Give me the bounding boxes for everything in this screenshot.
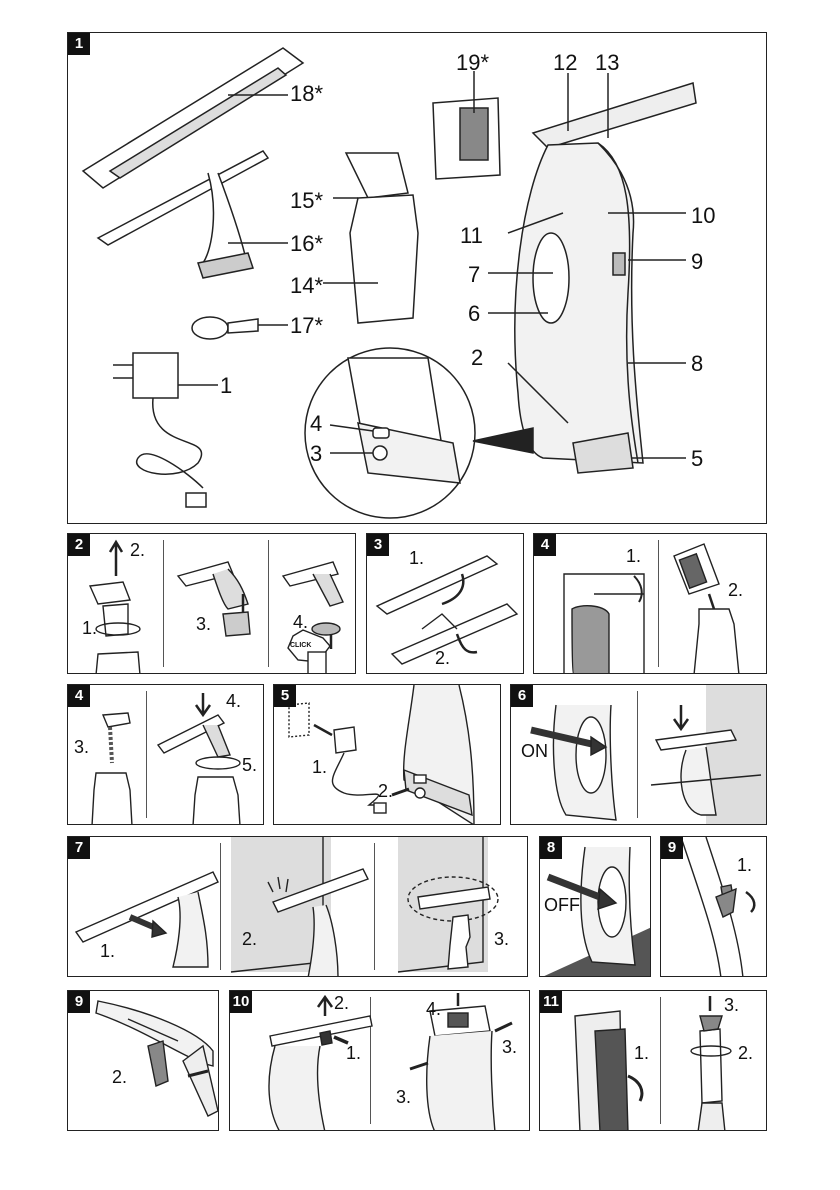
step-5: 5. (242, 755, 257, 776)
label-5: 5 (691, 446, 703, 472)
panel-1-overview: 1 (67, 32, 767, 524)
label-13: 13 (595, 50, 619, 76)
label-12: 12 (553, 50, 577, 76)
panel-number: 5 (274, 685, 296, 707)
panel-number: 9 (68, 991, 90, 1013)
panel-number: 3 (367, 534, 389, 556)
device-overview-illustration (68, 33, 767, 524)
step-1: 1. (100, 941, 115, 962)
panel-number: 9 (661, 837, 683, 859)
panel-7-cleaning-steps: 7 1. 2. 3. (67, 836, 528, 977)
step-2: 2. (435, 648, 450, 669)
panel-number: 7 (68, 837, 90, 859)
panel-4-fill-water: 4 3. 4. 5. (67, 684, 264, 825)
label-3: 3 (310, 441, 322, 467)
step-1: 1. (634, 1043, 649, 1064)
label-17: 17* (290, 313, 323, 339)
step-4: 4. (426, 999, 441, 1020)
detergent-sachet-illustration (534, 534, 767, 674)
label-10: 10 (691, 203, 715, 229)
step-1: 1. (737, 855, 752, 876)
panel-number: 4 (68, 685, 90, 707)
panel-number: 11 (540, 991, 562, 1013)
label-1: 1 (220, 373, 232, 399)
step-3: 3. (74, 737, 89, 758)
label-16: 16* (290, 231, 323, 257)
panel-8-switch-off: 8 OFF (539, 836, 651, 977)
step-1: 1. (409, 548, 424, 569)
step-3: 3. (724, 995, 739, 1016)
panel-4-detergent-sachet: 4 1. 2. (533, 533, 767, 674)
panel-10-remove-nozzle: 10 2. 1. 4. 3. 3. (229, 990, 530, 1131)
step-1: 1. (82, 618, 97, 639)
panel-number: 4 (534, 534, 556, 556)
step-3: 3. (196, 614, 211, 635)
step-2: 2. (334, 993, 349, 1014)
step-2: 2. (738, 1043, 753, 1064)
step-1: 1. (346, 1043, 361, 1064)
label-9: 9 (691, 249, 703, 275)
step-1: 1. (626, 546, 641, 567)
click-text: CLICK (290, 642, 311, 649)
panel-number: 10 (230, 991, 252, 1013)
label-18: 18* (290, 81, 323, 107)
step-2: 2. (728, 580, 743, 601)
label-8: 8 (691, 351, 703, 377)
panel-number: 6 (511, 685, 533, 707)
panel-number: 8 (540, 837, 562, 859)
step-3: 3. (494, 929, 509, 950)
label-14: 14* (290, 273, 323, 299)
panel-number: 2 (68, 534, 90, 556)
label-2: 2 (471, 345, 483, 371)
step-4: 4. (226, 691, 241, 712)
label-11: 11 (460, 223, 483, 249)
switch-on-illustration (511, 685, 767, 825)
panel-3-blade-mount: 3 1. 2. (366, 533, 524, 674)
remove-tank-illustration (68, 991, 219, 1131)
step-2: 2. (112, 1067, 127, 1088)
step-4: 4. (293, 612, 308, 633)
panel-11-disassemble: 11 1. 3. 2. (539, 990, 767, 1131)
on-label: ON (521, 741, 548, 762)
step-3-left: 3. (396, 1087, 411, 1108)
remove-nozzle-illustration (230, 991, 530, 1131)
step-2: 2. (130, 540, 145, 561)
panel-9-remove-tank: 9 2. (67, 990, 219, 1131)
panel-5-charging: 5 1. 2. (273, 684, 501, 825)
step-2: 2. (242, 929, 257, 950)
step-1: 1. (312, 757, 327, 778)
label-7: 7 (468, 262, 480, 288)
label-15: 15* (290, 188, 323, 214)
step-3-right: 3. (502, 1037, 517, 1058)
off-label: OFF (544, 895, 580, 916)
step-2: 2. (378, 781, 393, 802)
panel-2-assembly: 2 2. 1. 3. 4. CLICK (67, 533, 356, 674)
label-4: 4 (310, 411, 322, 437)
panel-6-switch-on: 6 ON (510, 684, 767, 825)
panel-9-release-latch: 9 1. (660, 836, 767, 977)
label-19: 19* (456, 50, 489, 76)
cleaning-steps-illustration (68, 837, 528, 977)
spray-head-assembly-illustration (68, 534, 356, 674)
panel-number: 1 (68, 33, 90, 55)
label-6: 6 (468, 301, 480, 327)
charging-illustration (274, 685, 501, 825)
